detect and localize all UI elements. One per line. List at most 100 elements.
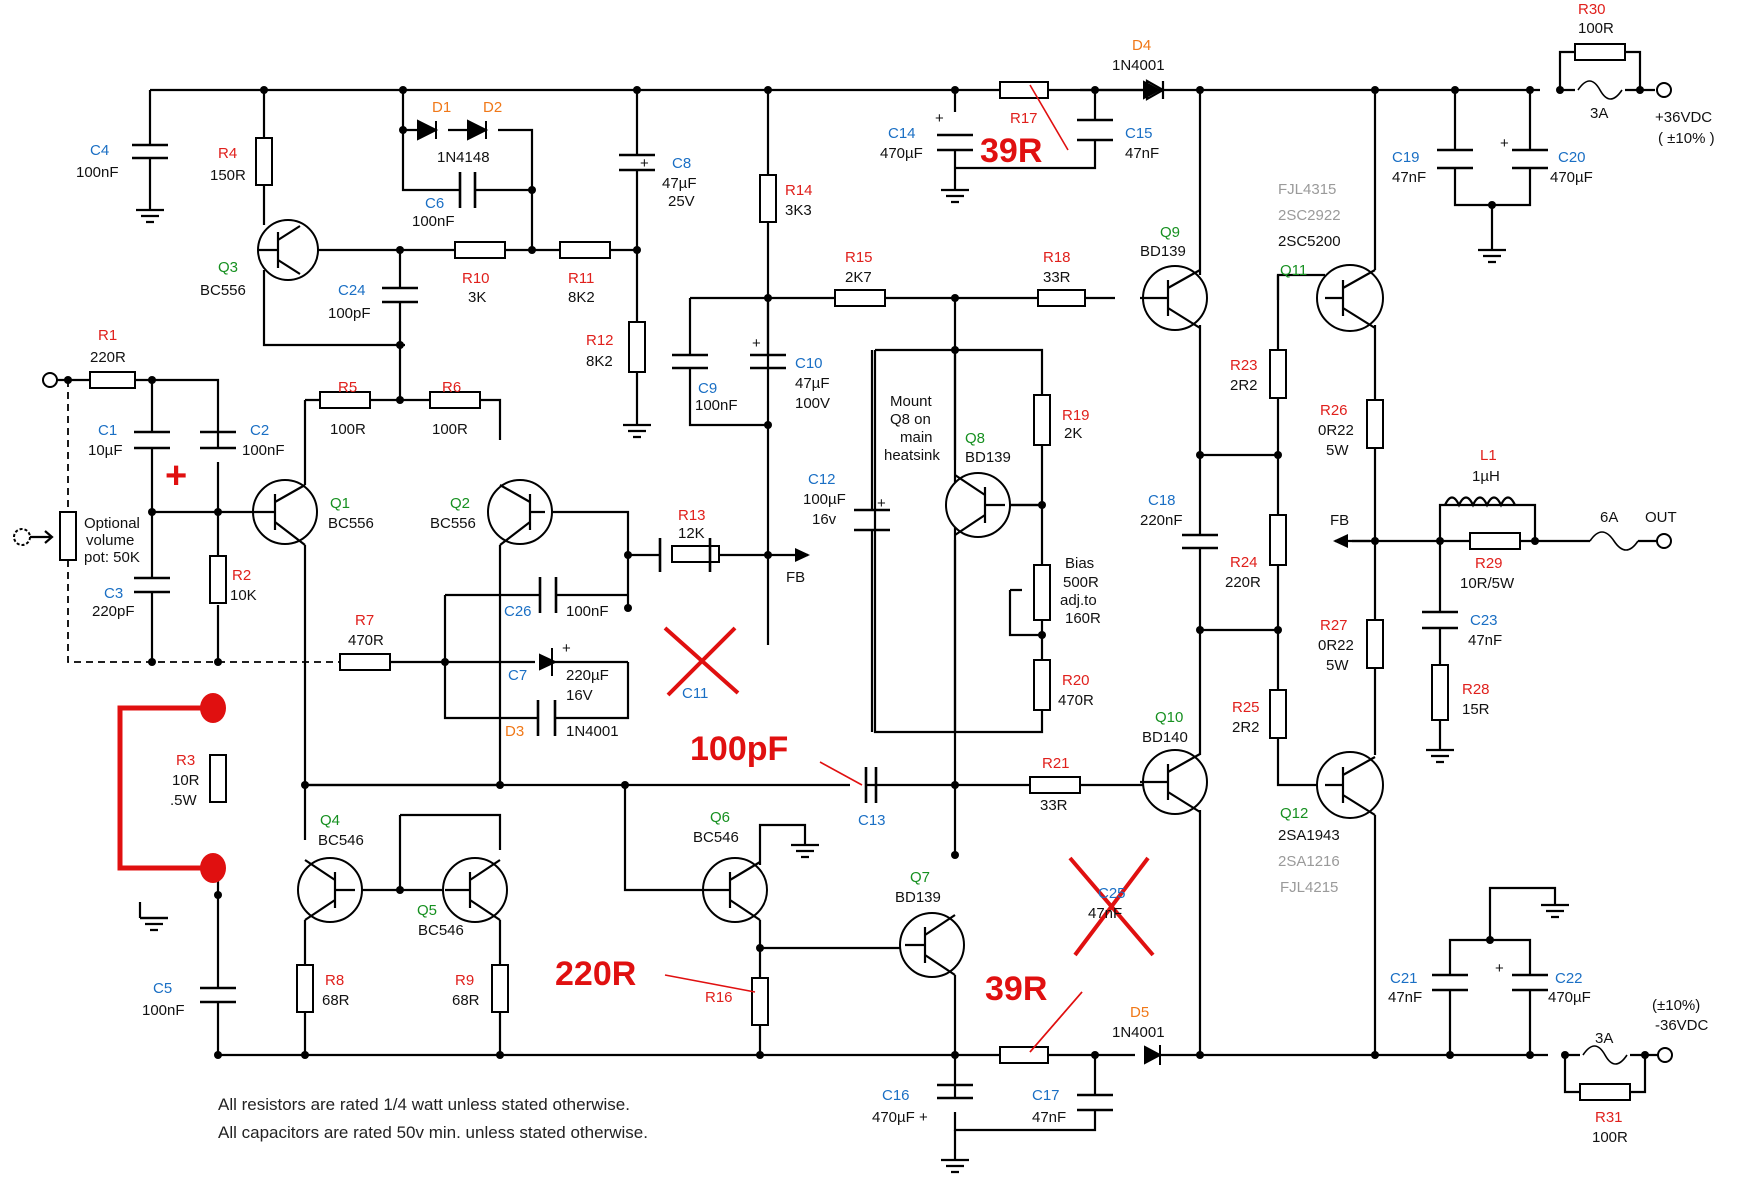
c18-value: 220nF [1140,512,1183,529]
r8-name: R8 [325,972,344,989]
fb-arrows [768,534,1370,562]
c14-name: C14 [888,125,916,142]
c26-value: 100nF [566,603,609,620]
c8-rating: 25V [668,193,695,210]
supply-negative-tolerance: (±10%) [1652,997,1700,1014]
r17-annotation: 39R [980,132,1042,170]
capacitors [132,118,1548,1112]
c17-name: C17 [1032,1087,1060,1104]
r15-name: R15 [845,249,873,266]
r5-name: R5 [338,379,357,396]
q2-type: BC556 [430,515,476,532]
diodes [417,80,1163,1065]
r6-name: R6 [442,379,461,396]
c15-name: C15 [1125,125,1153,142]
c19-name: C19 [1392,149,1420,166]
c13-annotation: 100pF [690,730,788,768]
r23-value: 2R2 [1230,377,1258,394]
fb-label-right: FB [1330,512,1349,529]
c7-value: 220µF [566,667,609,684]
r28-value: 15R [1462,701,1490,718]
q12-alt-1: 2SA1216 [1278,853,1340,870]
c1-name: C1 [98,422,117,439]
c19-value: 47nF [1392,169,1426,186]
r29-name: R29 [1475,555,1503,572]
svg-text:+: + [640,155,649,172]
svg-text:+: + [1495,960,1504,977]
component-labels: R1 220R R2 10K R3 10R .5W R4 150R R5 100… [76,1,1715,1146]
q8-name: Q8 [965,430,985,447]
r14-value: 3K3 [785,202,812,219]
r28-name: R28 [1462,681,1490,698]
q12-name: Q12 [1280,805,1308,822]
r11-name: R11 [568,270,594,287]
c21-value: 47nF [1388,989,1422,1006]
c20-value: 470µF [1550,169,1593,186]
svg-text:+: + [935,110,944,127]
c24-value: 100pF [328,305,371,322]
transistors [250,219,1384,978]
q5-type: BC546 [418,922,464,939]
r21-value: 33R [1040,797,1068,814]
r7-name: R7 [355,612,374,629]
c12-name: C12 [808,471,836,488]
svg-text:+: + [562,640,571,657]
d4-diode [1060,79,1166,101]
fuse-negative-rating: 3A [1595,1030,1613,1047]
r23-name: R23 [1230,357,1258,374]
q5-name: Q5 [417,902,437,919]
c10-rating: 100V [795,395,830,412]
c1-value: 10µF [88,442,123,459]
inductor-l1 [1444,496,1516,508]
r4-value: 150R [210,167,246,184]
r16-annotation: 220R [555,955,636,993]
output-label: OUT [1645,509,1677,526]
d5-name: D5 [1130,1004,1149,1021]
note-capacitors: All capacitors are rated 50v min. unless… [218,1123,648,1142]
c22-value: 470µF [1548,989,1591,1006]
resistors [25,43,1631,1101]
d3-name: D3 [505,723,524,740]
mount-line-4: heatsink [884,447,940,464]
c6-name: C6 [425,195,444,212]
q9-type: BD139 [1140,243,1186,260]
c23-value: 47nF [1468,632,1502,649]
c10-value: 47µF [795,375,830,392]
c16-name: C16 [882,1087,910,1104]
c22-name: C22 [1555,970,1583,987]
c5-name: C5 [153,980,172,997]
r17-name: R17 [1010,110,1038,127]
c4-value: 100nF [76,164,119,181]
r1-name: R1 [98,327,117,344]
c9-value: 100nF [695,397,738,414]
q11-alt-1: FJL4315 [1278,181,1336,198]
d4-value: 1N4001 [1112,57,1165,74]
d1-d2-value: 1N4148 [437,149,490,166]
r20-name: R20 [1062,672,1090,689]
r10-value: 3K [468,289,486,306]
r7-value: 470R [348,632,384,649]
r18-value: 33R [1043,269,1071,286]
fuses [1577,80,1639,1065]
svg-text:+: + [1500,135,1509,152]
q1-name: Q1 [330,495,350,512]
c26-name: C26 [504,603,532,620]
l1-value: 1µH [1472,468,1500,485]
bias-line-3: adj.to [1060,592,1097,609]
r24-name: R24 [1230,554,1258,571]
r2-value: 10K [230,587,257,604]
c23-name: C23 [1470,612,1498,629]
pot-line-2: volume [86,532,134,549]
d2-name: D2 [483,99,502,116]
q6-name: Q6 [710,809,730,826]
r26-value: 0R22 [1318,422,1354,439]
r30-value: 100R [1578,20,1614,37]
fuse-output-rating: 6A [1600,509,1618,526]
q3-name: Q3 [218,259,238,276]
r27-rating: 5W [1326,657,1349,674]
r8-value: 68R [322,992,350,1009]
bias-line-4: 160R [1065,610,1101,627]
r26-rating: 5W [1326,442,1349,459]
c3-value: 220pF [92,603,135,620]
